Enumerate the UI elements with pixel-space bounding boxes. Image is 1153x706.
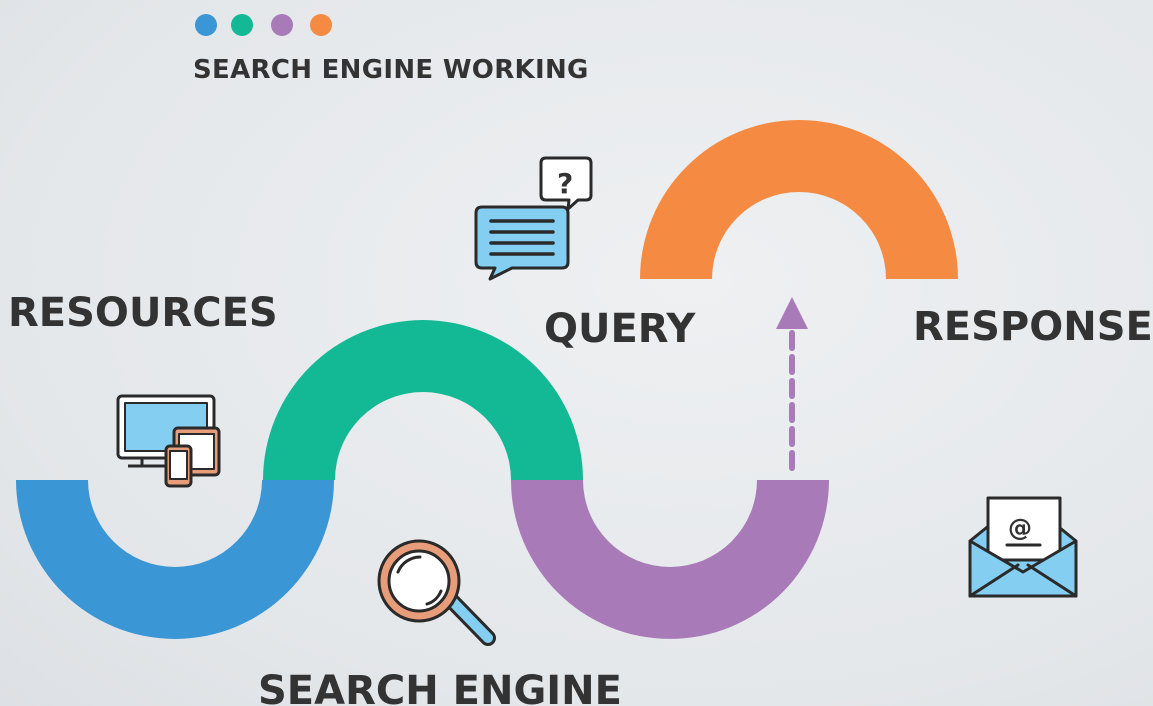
devices-icon [116, 394, 221, 488]
at-sign: @ [1008, 514, 1032, 542]
label-response: RESPONSE [913, 304, 1153, 350]
dashed-arrow [776, 297, 808, 471]
dot-orange [310, 14, 332, 36]
label-query: QUERY [544, 306, 696, 352]
email-icon: @ [968, 496, 1078, 598]
arc-search-engine [263, 320, 583, 480]
chat-question-icon: ? [474, 156, 593, 281]
dot-blue [195, 14, 217, 36]
dot-green [231, 14, 253, 36]
dot-purple [271, 14, 293, 36]
label-search-engine: SEARCH ENGINE [258, 668, 622, 706]
magnifier-icon [377, 539, 496, 646]
wave-path [16, 120, 958, 639]
label-resources: RESOURCES [8, 290, 278, 336]
arc-query [511, 480, 829, 639]
arc-resources [16, 480, 334, 639]
header-dots [195, 14, 332, 36]
question-mark: ? [557, 167, 573, 200]
arrow-head [776, 297, 808, 329]
page-title: SEARCH ENGINE WORKING [193, 55, 589, 85]
arc-response [640, 120, 958, 279]
